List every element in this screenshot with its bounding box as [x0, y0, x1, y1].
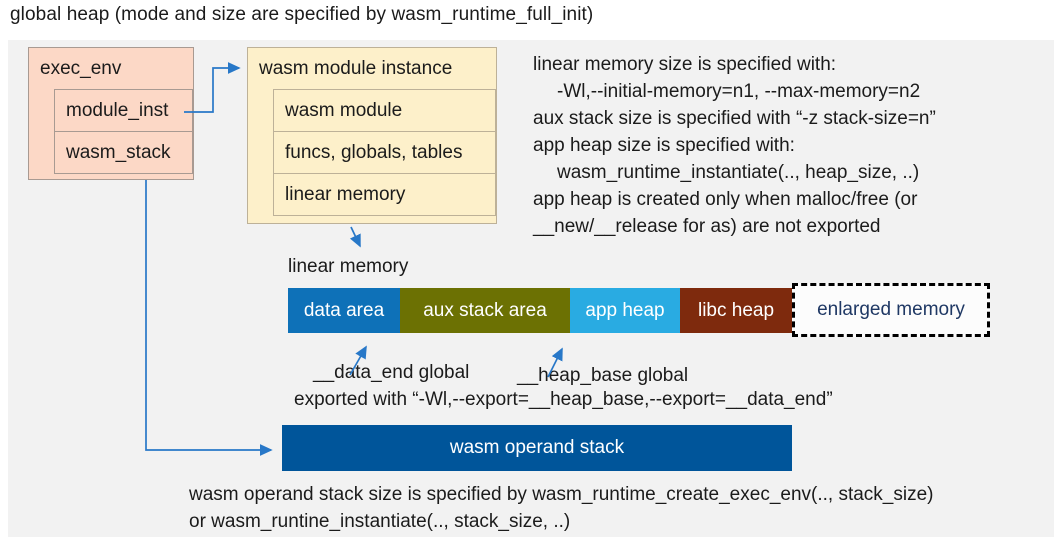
exec-env-box: exec_env module_inst wasm_stack: [28, 47, 194, 180]
memory-size-notes: linear memory size is specified with: -W…: [533, 51, 936, 240]
note-line: linear memory size is specified with:: [533, 54, 837, 75]
heap-base-global-label: __heap_base global: [517, 365, 689, 386]
note-line: wasm operand stack size is specified by …: [189, 484, 934, 505]
segment-app-heap: app heap: [570, 288, 680, 333]
module-instance-rows: wasm module funcs, globals, tables linea…: [273, 89, 496, 216]
module-instance-row-linear-memory: linear memory: [273, 173, 496, 216]
note-line: or wasm_runtine_instantiate(.., stack_si…: [189, 511, 571, 532]
diagram-title: global heap (mode and size are specified…: [10, 4, 594, 25]
exec-env-row-module-inst: module_inst: [54, 89, 193, 132]
note-line: -Wl,--initial-memory=n1, --max-memory=n2: [557, 81, 921, 102]
module-instance-title: wasm module instance: [259, 58, 453, 79]
linear-memory-label: linear memory: [288, 256, 409, 277]
operand-stack-notes: wasm operand stack size is specified by …: [189, 481, 934, 535]
segment-libc-heap: libc heap: [680, 288, 792, 333]
note-line: app heap is created only when malloc/fre…: [533, 189, 918, 210]
segment-data-area: data area: [288, 288, 400, 333]
note-line: aux stack size is specified with “-z sta…: [533, 108, 936, 129]
segment-aux-stack-area: aux stack area: [400, 288, 570, 333]
module-instance-row-wasm-module: wasm module: [273, 89, 496, 132]
note-line: wasm_runtime_instantiate(.., heap_size, …: [557, 162, 920, 183]
module-instance-box: wasm module instance wasm module funcs, …: [247, 47, 497, 224]
exported-with-label: exported with “-Wl,--export=__heap_base,…: [294, 389, 833, 410]
segment-enlarged-memory: enlarged memory: [792, 283, 990, 337]
exec-env-title: exec_env: [40, 58, 122, 79]
note-line: app heap size is specified with:: [533, 135, 795, 156]
exec-env-rows: module_inst wasm_stack: [54, 89, 193, 174]
module-instance-row-funcs-globals-tables: funcs, globals, tables: [273, 131, 496, 174]
exec-env-row-wasm-stack: wasm_stack: [54, 131, 193, 174]
wasm-operand-stack-bar: wasm operand stack: [282, 425, 792, 471]
note-line: __new/__release for as) are not exported: [533, 216, 881, 237]
data-end-global-label: __data_end global: [313, 362, 470, 383]
